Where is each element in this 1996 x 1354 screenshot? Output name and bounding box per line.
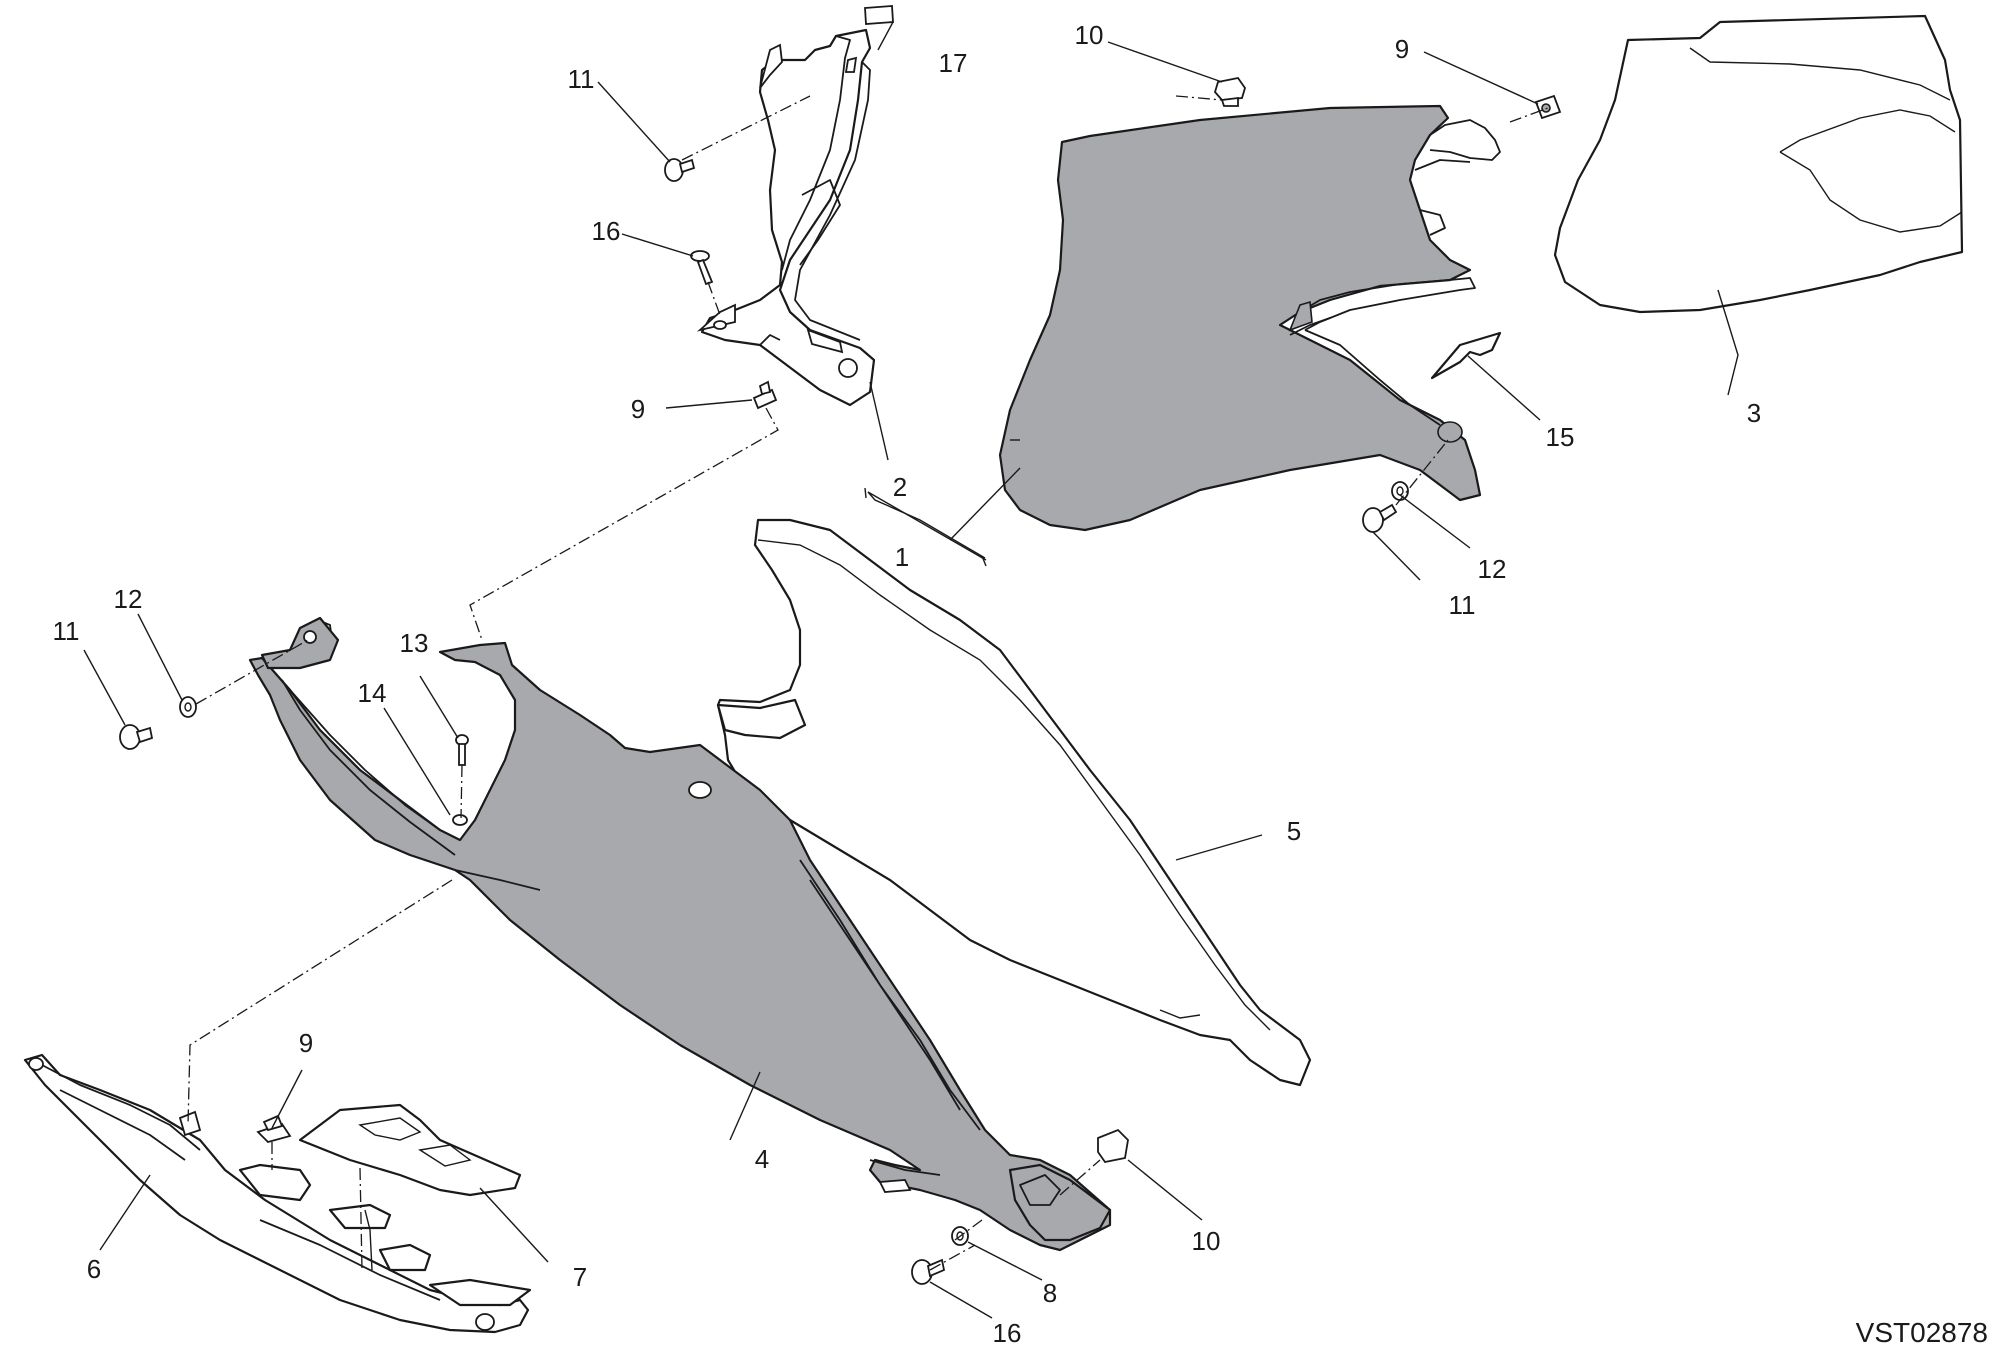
part-17-clip [864, 5, 894, 25]
callout-3: 3 [1747, 398, 1761, 428]
callout-16-top: 16 [592, 216, 621, 246]
callout-8: 8 [1043, 1278, 1057, 1308]
fastener-10-top [1213, 77, 1246, 107]
callout-1: 1 [895, 542, 909, 572]
callout-9-top-right: 9 [1395, 34, 1409, 64]
leader-lines [83, 21, 1739, 1319]
callout-16-bottom: 16 [993, 1318, 1022, 1348]
callout-7: 7 [573, 1262, 587, 1292]
screw-16-top [690, 250, 714, 286]
part-2-bracket [696, 28, 876, 407]
part-15-small-shield [1430, 331, 1502, 380]
clip-nut-9-top-right [1534, 94, 1562, 120]
part-4-lower-side-fairing [248, 616, 1112, 1252]
bolt-11-right [1362, 503, 1398, 533]
part-1-brace [864, 487, 987, 567]
washer-12-left [179, 696, 197, 718]
callout-4: 4 [755, 1144, 769, 1174]
callout-10-bottom: 10 [1192, 1226, 1221, 1256]
bolt-11-top [664, 158, 696, 182]
callout-5: 5 [1287, 816, 1301, 846]
bolt-11-left [119, 724, 154, 750]
clip-nut-9-bottom [256, 1114, 292, 1144]
part-6-belly-pan [23, 1053, 530, 1334]
callout-17: 17 [939, 48, 968, 78]
screw-13 [455, 734, 469, 766]
callout-14: 14 [358, 678, 387, 708]
callout-11-right: 11 [1449, 590, 1476, 620]
part-3-heat-shield [1553, 14, 1964, 314]
callout-2: 2 [893, 472, 907, 502]
callout-11-top: 11 [568, 64, 595, 94]
callout-12-right: 12 [1478, 554, 1507, 584]
fastener-10-bottom [1097, 1128, 1129, 1163]
screw-16-bottom [911, 1258, 946, 1285]
washer-14 [452, 814, 468, 826]
callout-15: 15 [1546, 422, 1575, 452]
callout-12-left: 12 [114, 584, 143, 614]
drawing-code: VST02878 [1856, 1317, 1988, 1348]
callout-9-bottom: 9 [299, 1028, 313, 1058]
part-5-inner-panel [716, 518, 1312, 1087]
callout-6: 6 [87, 1254, 101, 1284]
assembly-dash-lines [187, 95, 1549, 1271]
part-1-upper-side-fairing [998, 104, 1501, 532]
callout-9-middle: 9 [631, 394, 645, 424]
callout-11-left: 11 [53, 616, 80, 646]
clip-nut-9-middle [752, 380, 778, 410]
washer-12-right [1391, 481, 1409, 501]
callout-labels: 1 2 3 4 5 6 7 8 9 9 9 10 10 11 11 11 12 … [53, 20, 1762, 1348]
part-7-lower-plate [238, 1103, 532, 1307]
callout-10-top: 10 [1075, 20, 1104, 50]
callout-13: 13 [400, 628, 429, 658]
